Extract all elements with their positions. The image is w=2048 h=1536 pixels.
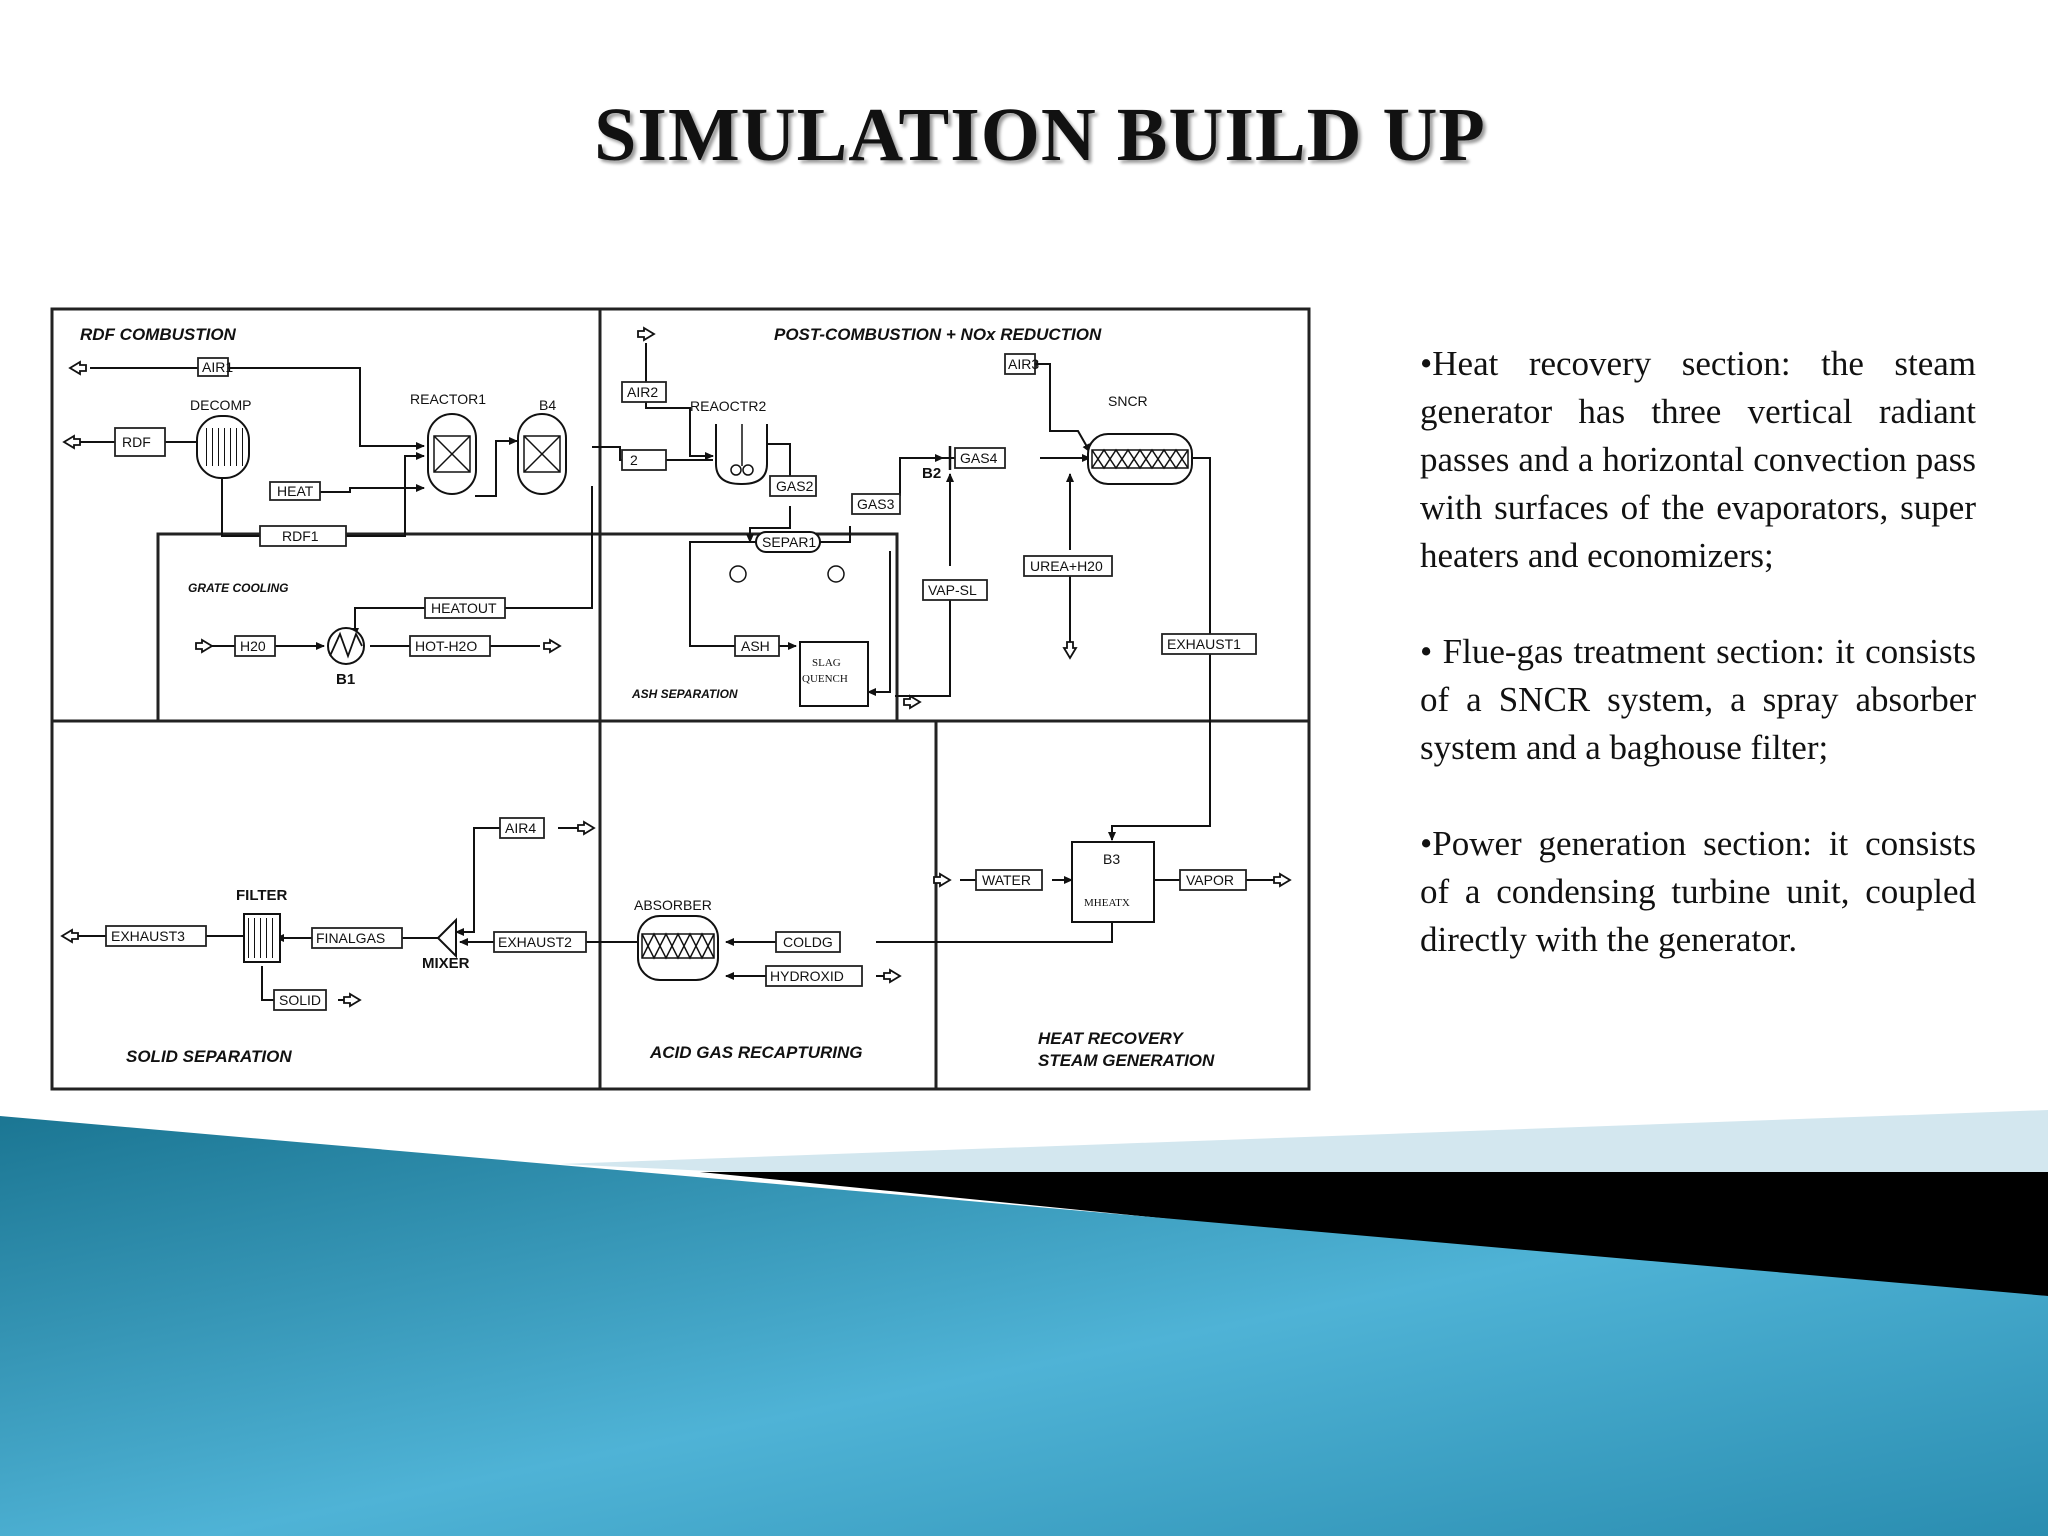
label-b2: B2 bbox=[922, 465, 941, 482]
stream-air2: AIR2 bbox=[627, 384, 658, 400]
label-reactor2: REAOCTR2 bbox=[690, 398, 766, 414]
unit-filter bbox=[243, 913, 281, 963]
label-filter: FILTER bbox=[236, 887, 288, 904]
label-separ1: SEPAR1 bbox=[762, 534, 816, 550]
section-rdf-combustion: RDF COMBUSTION bbox=[80, 325, 237, 344]
unit-mixer bbox=[436, 917, 457, 959]
label-b1: B1 bbox=[336, 671, 355, 688]
label-mheatx: MHEATX bbox=[1084, 897, 1130, 909]
section-frames bbox=[50, 307, 1311, 1091]
stream-gas4: GAS4 bbox=[960, 450, 998, 466]
section-steam-generation: STEAM GENERATION bbox=[1038, 1051, 1215, 1070]
label-b3: B3 bbox=[1103, 851, 1120, 867]
bullet-flue-gas: • Flue-gas treatment section: it consist… bbox=[1420, 632, 1976, 767]
stream-exhaust2: EXHAUST2 bbox=[498, 934, 572, 950]
unit-reactor1 bbox=[427, 413, 477, 495]
label-quench: QUENCH bbox=[802, 673, 848, 685]
unit-slag-quench bbox=[799, 641, 869, 707]
bottom-wave-decoration bbox=[0, 1110, 2048, 1536]
bullet-heat-recovery: •Heat recovery section: the steam genera… bbox=[1420, 344, 1976, 575]
stream-air3: AIR3 bbox=[1008, 356, 1039, 372]
flowsheet-svg: RDF COMBUSTION POST-COMBUSTION + NOx RED… bbox=[50, 307, 1311, 1091]
section-ash-separation: ASH SEPARATION bbox=[631, 687, 738, 701]
unit-reactor2 bbox=[715, 424, 768, 485]
stream-exhaust3: EXHAUST3 bbox=[111, 928, 185, 944]
stream-water: WATER bbox=[982, 872, 1031, 888]
stream-h20: H20 bbox=[240, 638, 266, 654]
stream-heat: HEAT bbox=[277, 483, 314, 499]
stream-gas2: GAS2 bbox=[776, 478, 814, 494]
stream-air4: AIR4 bbox=[505, 820, 536, 836]
label-mixer: MIXER bbox=[422, 955, 470, 972]
bullet-power-generation: •Power generation section: it consists o… bbox=[1420, 824, 1976, 959]
label-b4: B4 bbox=[539, 397, 556, 413]
stream-solid: SOLID bbox=[279, 992, 321, 1008]
unit-sncr bbox=[1087, 433, 1193, 485]
stream-hot-h2o: HOT-H2O bbox=[415, 638, 477, 654]
section-solid-separation: SOLID SEPARATION bbox=[126, 1047, 292, 1066]
unit-separ1 bbox=[729, 531, 845, 583]
section-post-combustion: POST-COMBUSTION + NOx REDUCTION bbox=[774, 325, 1102, 344]
stream-heatout: HEATOUT bbox=[431, 600, 497, 616]
label-decomp: DECOMP bbox=[190, 397, 251, 413]
stream-ash: ASH bbox=[741, 638, 770, 654]
section-heat-recovery: HEAT RECOVERY bbox=[1038, 1029, 1185, 1048]
stream-2: 2 bbox=[630, 452, 638, 468]
section-grate-cooling: GRATE COOLING bbox=[188, 581, 288, 595]
unit-b1-heater bbox=[327, 627, 365, 665]
stream-gas3: GAS3 bbox=[857, 496, 895, 512]
unit-absorber bbox=[637, 915, 719, 981]
stream-exhaust1: EXHAUST1 bbox=[1167, 636, 1241, 652]
stream-vap-sl: VAP-SL bbox=[928, 582, 977, 598]
stream-vapor: VAPOR bbox=[1186, 872, 1234, 888]
stream-hydroxid: HYDROXID bbox=[770, 968, 844, 984]
label-sncr: SNCR bbox=[1108, 393, 1148, 409]
slide-title: SIMULATION BUILD UP bbox=[594, 93, 1486, 177]
stream-finalgas: FINALGAS bbox=[316, 930, 385, 946]
label-slag: SLAG bbox=[812, 657, 841, 669]
unit-b3-mheatx bbox=[1071, 841, 1155, 923]
bullet-list: •Heat recovery section: the steam genera… bbox=[1420, 340, 1976, 1012]
unit-b4 bbox=[517, 413, 567, 495]
stream-coldg: COLDG bbox=[783, 934, 833, 950]
stream-rdf1: RDF1 bbox=[282, 528, 319, 544]
label-reactor1: REACTOR1 bbox=[410, 391, 486, 407]
unit-decomp bbox=[196, 415, 250, 479]
stream-boxes bbox=[105, 353, 1257, 1011]
label-absorber: ABSORBER bbox=[634, 897, 712, 913]
section-acid-gas: ACID GAS RECAPTURING bbox=[649, 1043, 863, 1062]
stream-urea: UREA+H20 bbox=[1030, 558, 1103, 574]
stream-rdf: RDF bbox=[122, 434, 151, 450]
stream-lines bbox=[70, 343, 1280, 1001]
process-flow-diagram: RDF COMBUSTION POST-COMBUSTION + NOx RED… bbox=[50, 306, 1313, 1092]
stream-air1: AIR1 bbox=[202, 359, 233, 375]
